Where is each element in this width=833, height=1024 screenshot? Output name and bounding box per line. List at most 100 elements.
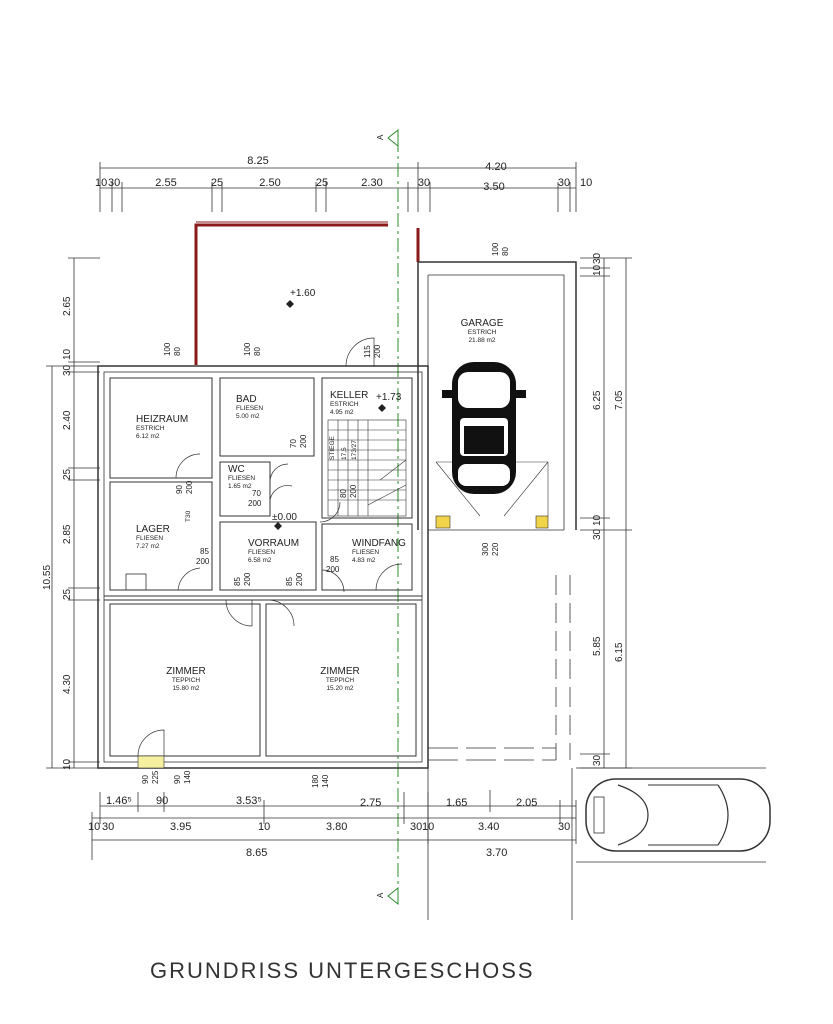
svg-text:30: 30 [62,364,73,376]
room-bad: BAD FLIESEN 5.00 m2 [236,394,263,420]
svg-text:15.80 m2: 15.80 m2 [172,685,199,692]
svg-text:TEPPICH: TEPPICH [172,677,200,684]
section-marker-bottom: A [376,892,385,898]
svg-text:85: 85 [233,577,242,586]
svg-text:6.58 m2: 6.58 m2 [248,557,272,564]
svg-text:3.95: 3.95 [170,821,191,833]
opening-labels: 100 80 100 80 100 80 115 200 90 200 70 2… [141,242,510,788]
svg-text:80: 80 [501,247,510,256]
svg-text:70: 70 [252,489,261,498]
svg-text:ZIMMER: ZIMMER [320,666,359,677]
svg-text:5.85: 5.85 [592,636,603,656]
room-vorraum: VORRAUM FLIESEN 6.58 m2 [248,538,299,564]
svg-text:115: 115 [363,345,372,358]
svg-text:180: 180 [311,774,320,788]
interior-walls [104,377,422,757]
level-marker-icon [274,522,282,530]
svg-text:ZIMMER: ZIMMER [166,666,205,677]
svg-text:200: 200 [373,344,382,358]
dim-top-seg: 10 [95,177,107,189]
dim-top-seg: 30 [108,177,120,189]
bottom-dimensions [91,790,577,860]
stairs-rise: 173/27 [351,440,358,460]
svg-text:5.00 m2: 5.00 m2 [236,413,260,420]
svg-text:FLIESEN: FLIESEN [248,549,275,556]
stairs-count: 17,5 [341,447,348,460]
svg-text:30: 30 [558,821,570,833]
svg-text:30: 30 [410,821,422,833]
room-lager: LAGER FLIESEN 7.27 m2 [136,524,170,550]
svg-text:10: 10 [592,264,603,276]
svg-text:10: 10 [422,821,434,833]
svg-text:300: 300 [481,542,490,556]
dim-right-outer: 7.05 [614,390,625,410]
svg-text:85: 85 [330,555,339,564]
svg-text:LAGER: LAGER [136,524,170,535]
svg-text:100: 100 [243,342,252,356]
svg-text:100: 100 [491,242,500,256]
room-keller: KELLER ESTRICH 4.95 m2 [330,390,368,416]
room-heizraum: HEIZRAUM ESTRICH 6.12 m2 [136,414,188,440]
terrace [194,221,420,365]
svg-text:2.75: 2.75 [360,797,381,809]
top-dimensions [99,162,577,212]
svg-text:ESTRICH: ESTRICH [136,425,165,432]
parked-car-icon [585,778,771,852]
svg-text:4.95 m2: 4.95 m2 [330,409,354,416]
svg-text:KELLER: KELLER [330,390,368,401]
svg-text:ESTRICH: ESTRICH [330,401,359,408]
dim-top-seg: 25 [211,177,223,189]
svg-text:2.85: 2.85 [62,524,73,544]
svg-text:10: 10 [592,514,603,526]
level-marker-icon [286,300,294,308]
svg-text:140: 140 [321,774,330,788]
level-marker-icon [378,404,386,412]
dim-top-seg: 2.55 [155,177,176,189]
section-marker-top: A [376,134,385,140]
svg-text:2.40: 2.40 [62,410,73,430]
svg-text:2.65: 2.65 [62,296,73,316]
dim-top-seg: 2.50 [259,177,280,189]
svg-text:21.88 m2: 21.88 m2 [468,337,495,344]
svg-text:25: 25 [62,468,73,480]
svg-text:200: 200 [243,572,252,586]
svg-text:30: 30 [592,252,603,264]
svg-text:30: 30 [102,821,114,833]
svg-text:ESTRICH: ESTRICH [468,329,497,336]
building-walls [97,261,577,769]
svg-text:2.05: 2.05 [516,797,537,809]
svg-text:FLIESEN: FLIESEN [136,535,163,542]
svg-text:3.40: 3.40 [478,821,499,833]
svg-text:85: 85 [285,577,294,586]
svg-text:200: 200 [299,434,308,448]
svg-text:FLIESEN: FLIESEN [236,405,263,412]
svg-text:80: 80 [173,347,182,356]
svg-text:70: 70 [289,439,298,448]
svg-text:10: 10 [62,348,73,360]
driveway [427,575,766,920]
section-line [387,128,399,906]
garage-door-post-right [535,515,549,529]
stairs-label: STIEGE [329,435,336,460]
room-garage: GARAGE ESTRICH 21.88 m2 [461,318,504,344]
svg-text:200: 200 [295,572,304,586]
svg-text:90: 90 [175,485,184,494]
svg-text:200: 200 [185,480,194,494]
svg-text:1.65: 1.65 [446,797,467,809]
dim-top-seg: 25 [316,177,328,189]
svg-text:10: 10 [258,821,270,833]
svg-text:3.80: 3.80 [326,821,347,833]
dim-top-seg: 3.50 [483,181,504,193]
dim-top-seg: 30 [418,177,430,189]
svg-text:6.12 m2: 6.12 m2 [136,433,160,440]
plan-title: GRUNDRISS UNTERGESCHOSS [150,958,535,983]
svg-text:1.46⁵: 1.46⁵ [106,795,132,807]
svg-text:25: 25 [62,588,73,600]
room-wc: WC FLIESEN 1.65 m2 [228,464,255,490]
svg-text:200: 200 [248,499,262,508]
svg-text:1.65 m2: 1.65 m2 [228,483,252,490]
svg-text:FLIESEN: FLIESEN [228,475,255,482]
svg-text:TEPPICH: TEPPICH [326,677,354,684]
svg-text:4.83 m2: 4.83 m2 [352,557,376,564]
floor-level: ±0.00 [272,512,297,523]
